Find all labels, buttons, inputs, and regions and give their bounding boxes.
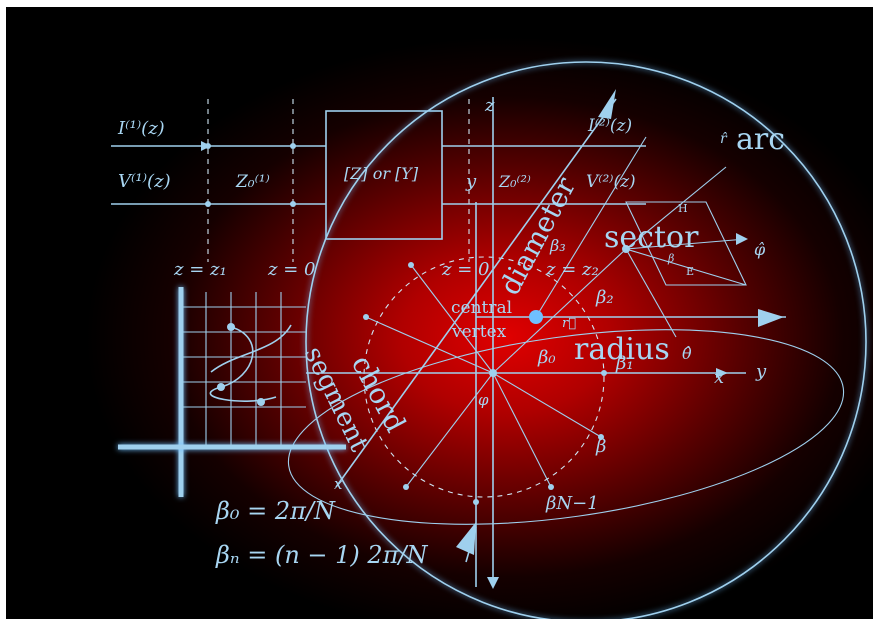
- label-arc: arc: [736, 122, 785, 157]
- label-z-eq-z1: z = z₁: [173, 259, 227, 280]
- radial-lines: [363, 136, 748, 505]
- label-r-hat: r̂: [720, 131, 728, 147]
- diagram-svg: I⁽¹⁾(z) V⁽¹⁾(z) Z₀⁽¹⁾ [Z] or [Y] I⁽²⁾(z)…: [111, 61, 867, 619]
- label-beta3: β₃: [549, 236, 566, 255]
- label-z-axis: z: [484, 95, 495, 116]
- large-circle: [305, 61, 867, 619]
- label-r-vec: r⃗: [562, 316, 576, 331]
- grid: [118, 287, 346, 497]
- label-z-eq-0-mid: z = 0: [441, 259, 489, 280]
- label-central: central: [451, 298, 512, 318]
- network-box: [325, 110, 443, 240]
- label-beta1: β₁: [615, 353, 634, 374]
- label-v1: V⁽¹⁾(z): [118, 171, 171, 192]
- label-E: E: [686, 265, 694, 278]
- label-theta-hat: θ̂: [682, 344, 692, 363]
- label-vertex: vertex: [451, 322, 507, 342]
- label-i1: I⁽¹⁾(z): [117, 118, 165, 139]
- label-z02: Z₀⁽²⁾: [498, 172, 531, 191]
- equation-2: βₙ = (n − 1) 2π/N: [215, 541, 429, 569]
- label-betaNm1: βN−1: [545, 493, 599, 514]
- equation-1: β₀ = 2π/N: [215, 497, 336, 525]
- label-x-axis-2: x: [334, 475, 343, 493]
- label-radius: radius: [574, 332, 670, 367]
- label-phi-hat: φ̂: [754, 240, 766, 259]
- label-i2: I⁽²⁾(z): [587, 116, 632, 136]
- label-beta2: β₂: [595, 287, 614, 308]
- label-zy: [Z] or [Y]: [344, 164, 419, 183]
- label-x-axis: x: [714, 367, 724, 388]
- axes: [306, 89, 786, 589]
- label-beta0: β₀: [537, 347, 556, 368]
- label-z-eq-0-left: z = 0: [267, 259, 315, 280]
- sector-plane: [625, 201, 747, 286]
- label-y-axis-2: y: [755, 361, 767, 382]
- label-z-eq-z2: z = z₂: [545, 259, 599, 280]
- label-betaN: β: [595, 436, 606, 457]
- label-sector: sector: [604, 220, 699, 255]
- label-y-axis: y: [465, 171, 477, 192]
- label-phi: φ: [478, 391, 489, 409]
- inner-circle: [363, 256, 605, 498]
- label-beta-small: β: [667, 252, 674, 265]
- label-z01: Z₀⁽¹⁾: [235, 172, 270, 192]
- ellipse-path: [287, 329, 845, 525]
- label-v2: V⁽²⁾(z): [586, 172, 636, 192]
- math-illustration: I⁽¹⁾(z) V⁽¹⁾(z) Z₀⁽¹⁾ [Z] or [Y] I⁽²⁾(z)…: [6, 7, 873, 619]
- label-H: H: [678, 202, 688, 215]
